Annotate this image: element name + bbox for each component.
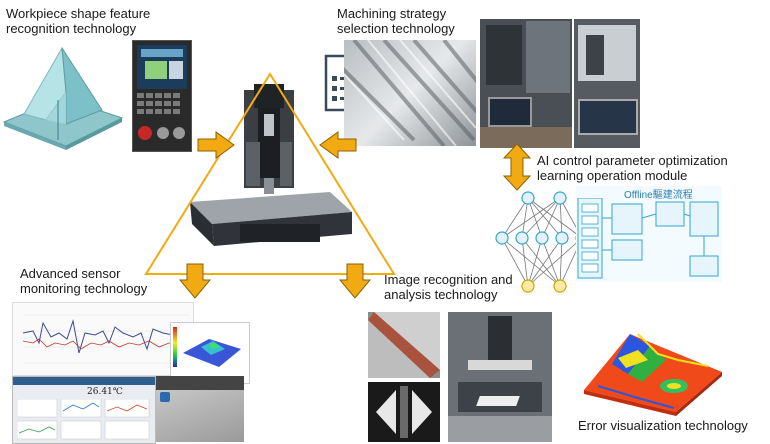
- error-visualization-label: Error visualization technology: [578, 418, 748, 433]
- arrow-left-icon: [319, 131, 357, 159]
- controller-screen: [137, 45, 187, 89]
- arrow-down-right-icon: [338, 263, 372, 299]
- sensor-device-photo: [156, 376, 244, 442]
- machining-strategy-label: Machining strategy selection technology: [337, 6, 455, 36]
- lab-workstation-photo: [480, 19, 572, 148]
- cnc-controller-panel: [132, 40, 192, 152]
- machined-part-photo: [344, 40, 476, 146]
- chevron-pattern-photo: [368, 382, 440, 442]
- integration-triangle: [144, 72, 396, 275]
- flowchart-title: Offline驅建流程: [624, 190, 693, 201]
- temperature-readout: 26.41℃: [87, 387, 123, 397]
- sensor-signal-chart: [12, 302, 194, 376]
- workpiece-shape-label: Workpiece shape feature recognition tech…: [6, 6, 151, 36]
- error-heatmap-3d: [578, 320, 728, 416]
- vision-inspection-rig-photo: [448, 312, 552, 442]
- cnc-machine-image: [180, 84, 360, 264]
- image-recognition-label: Image recognition and analysis technolog…: [384, 272, 513, 302]
- workpiece-3d-model: [2, 40, 124, 150]
- arrow-right-icon: [197, 131, 235, 159]
- fea-stress-plot: [170, 322, 250, 384]
- sensor-monitoring-label: Advanced sensor monitoring technology: [20, 266, 148, 296]
- monitors-photo: [574, 19, 640, 148]
- monitoring-dashboard: 26.41℃: [12, 376, 156, 444]
- offline-flowchart: Offline驅建流程: [576, 186, 722, 282]
- arrow-down-left-icon: [178, 263, 212, 299]
- arrow-vertical-double-icon: [502, 143, 532, 191]
- neural-network-diagram: [495, 191, 589, 293]
- ai-module-label: AI control parameter optimization learni…: [537, 153, 728, 183]
- workpiece-edge-photo: [368, 312, 440, 378]
